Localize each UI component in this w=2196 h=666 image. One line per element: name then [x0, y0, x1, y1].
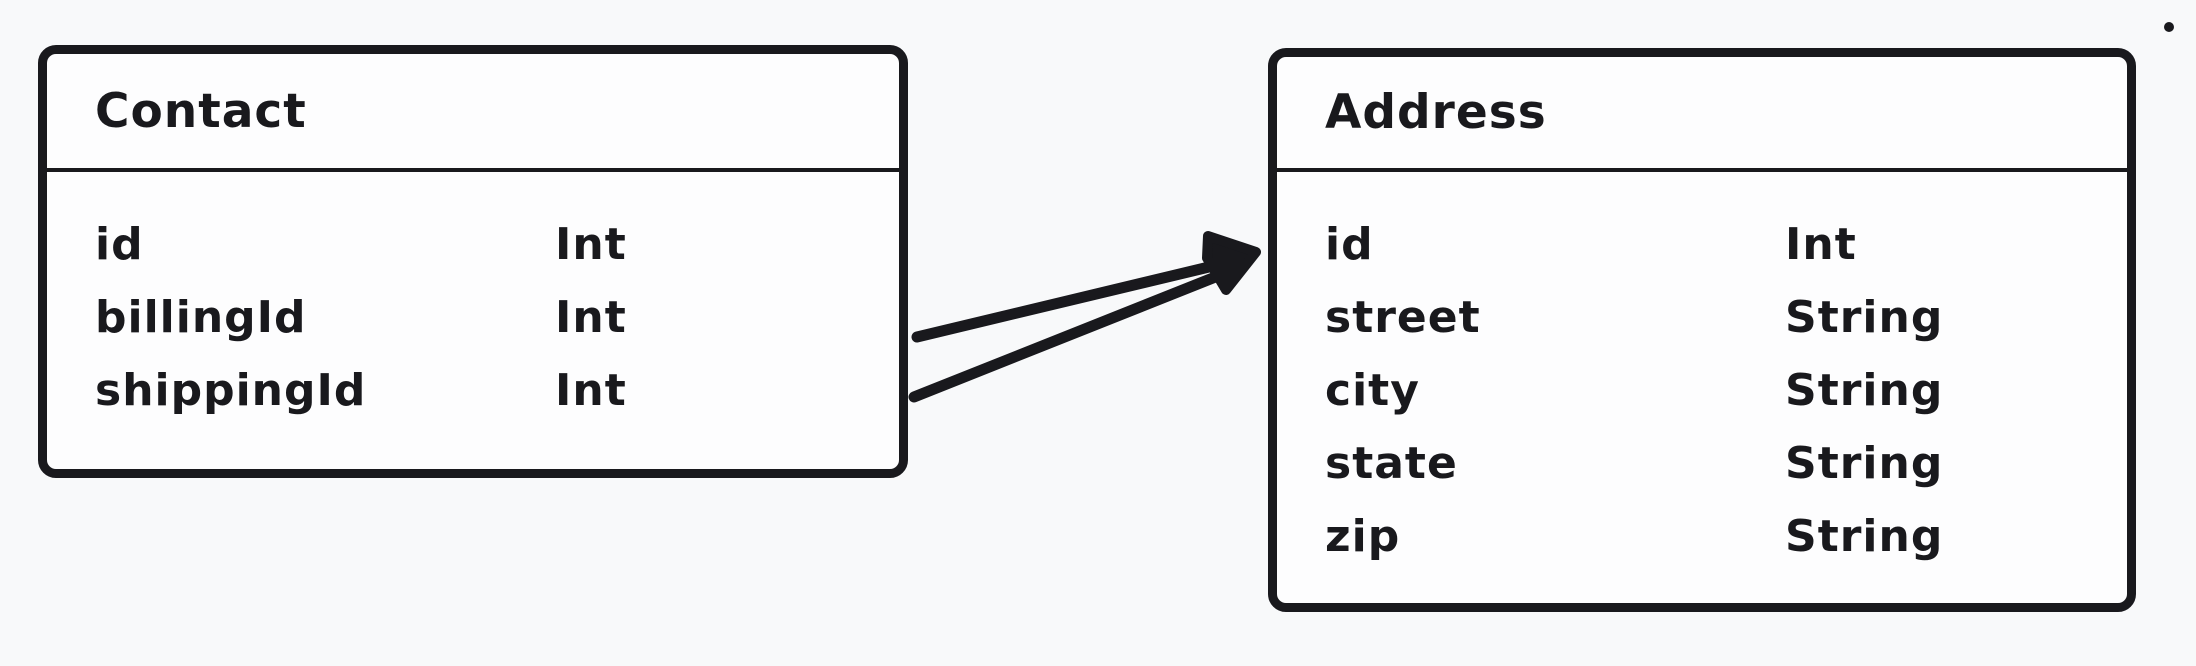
field-name: street — [1325, 292, 1481, 343]
entity-contact-header: Contact — [47, 54, 899, 172]
field-row-contact-id: id Int — [95, 208, 899, 281]
field-row-address-state: state String — [1325, 427, 2127, 500]
arrowhead-icon — [1202, 231, 1261, 295]
field-type: String — [1785, 365, 1944, 416]
field-name: id — [95, 219, 144, 270]
stray-dot-mark — [2164, 22, 2174, 32]
entity-address-header: Address — [1277, 57, 2127, 172]
field-name: shippingId — [95, 365, 367, 416]
relation-arrow-shippingid[interactable] — [908, 262, 1244, 403]
entity-contact-title: Contact — [95, 83, 307, 139]
field-type: String — [1785, 292, 1944, 343]
field-type: Int — [555, 365, 627, 416]
field-row-address-zip: zip String — [1325, 500, 2127, 573]
field-name: city — [1325, 365, 1420, 416]
field-type: String — [1785, 438, 1944, 489]
field-row-address-id: id Int — [1325, 208, 2127, 281]
entity-address[interactable]: Address id Int street String city String… — [1268, 48, 2136, 612]
field-type: Int — [555, 219, 627, 270]
field-row-address-street: street String — [1325, 281, 2127, 354]
field-name: state — [1325, 438, 1458, 489]
entity-address-fields: id Int street String city String state S… — [1277, 172, 2127, 573]
entity-contact-fields: id Int billingId Int shippingId Int — [47, 172, 899, 427]
field-row-contact-billingid: billingId Int — [95, 281, 899, 354]
field-type: Int — [555, 292, 627, 343]
relation-arrow-billingid[interactable] — [911, 255, 1240, 343]
entity-address-title: Address — [1325, 85, 1547, 140]
entity-contact[interactable]: Contact id Int billingId Int shippingId … — [38, 45, 908, 478]
field-row-contact-shippingid: shippingId Int — [95, 354, 899, 427]
field-name: zip — [1325, 511, 1401, 562]
field-type: String — [1785, 511, 1944, 562]
field-row-address-city: city String — [1325, 354, 2127, 427]
field-name: id — [1325, 219, 1374, 270]
field-type: Int — [1785, 219, 1857, 270]
field-name: billingId — [95, 292, 307, 343]
